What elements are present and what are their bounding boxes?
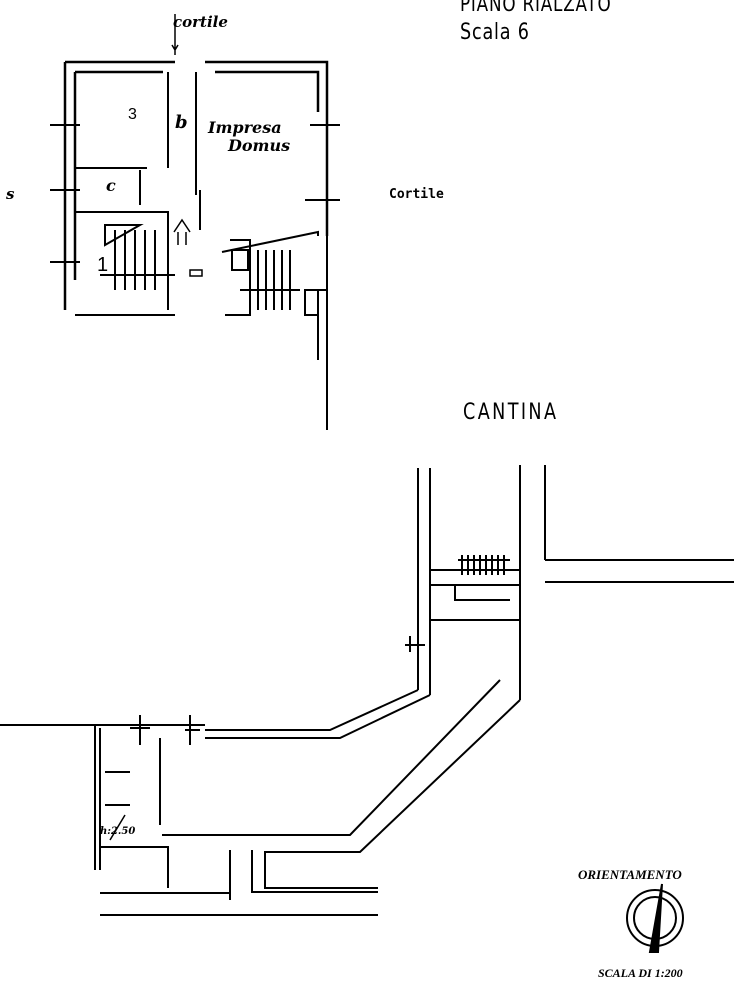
room-3-label: 3 <box>128 106 137 123</box>
cellar-title: CANTINA <box>463 400 559 425</box>
height-note: h:2.50 <box>100 826 136 837</box>
company-label-1: Impresa <box>208 118 282 137</box>
cortile-top-label: cortile <box>173 13 228 31</box>
floor-title: PIANO RIALZATO <box>460 0 612 16</box>
room-b-label: b <box>175 112 188 133</box>
north-arrow-icon <box>626 883 684 953</box>
stair-label: Scala 6 <box>460 20 530 45</box>
room-1-label: 1 <box>97 254 109 276</box>
cellar-plan <box>0 465 734 916</box>
courtyard-label: Cortile <box>389 187 444 202</box>
ground-floor-plan <box>50 14 340 430</box>
room-c-label: c <box>106 176 116 195</box>
orientation-label: ORIENTAMENTO <box>578 867 682 882</box>
scale-label: SCALA DI 1:200 <box>598 966 683 980</box>
left-fragment-label: s <box>6 185 15 203</box>
company-label-2: Domus <box>228 136 291 155</box>
